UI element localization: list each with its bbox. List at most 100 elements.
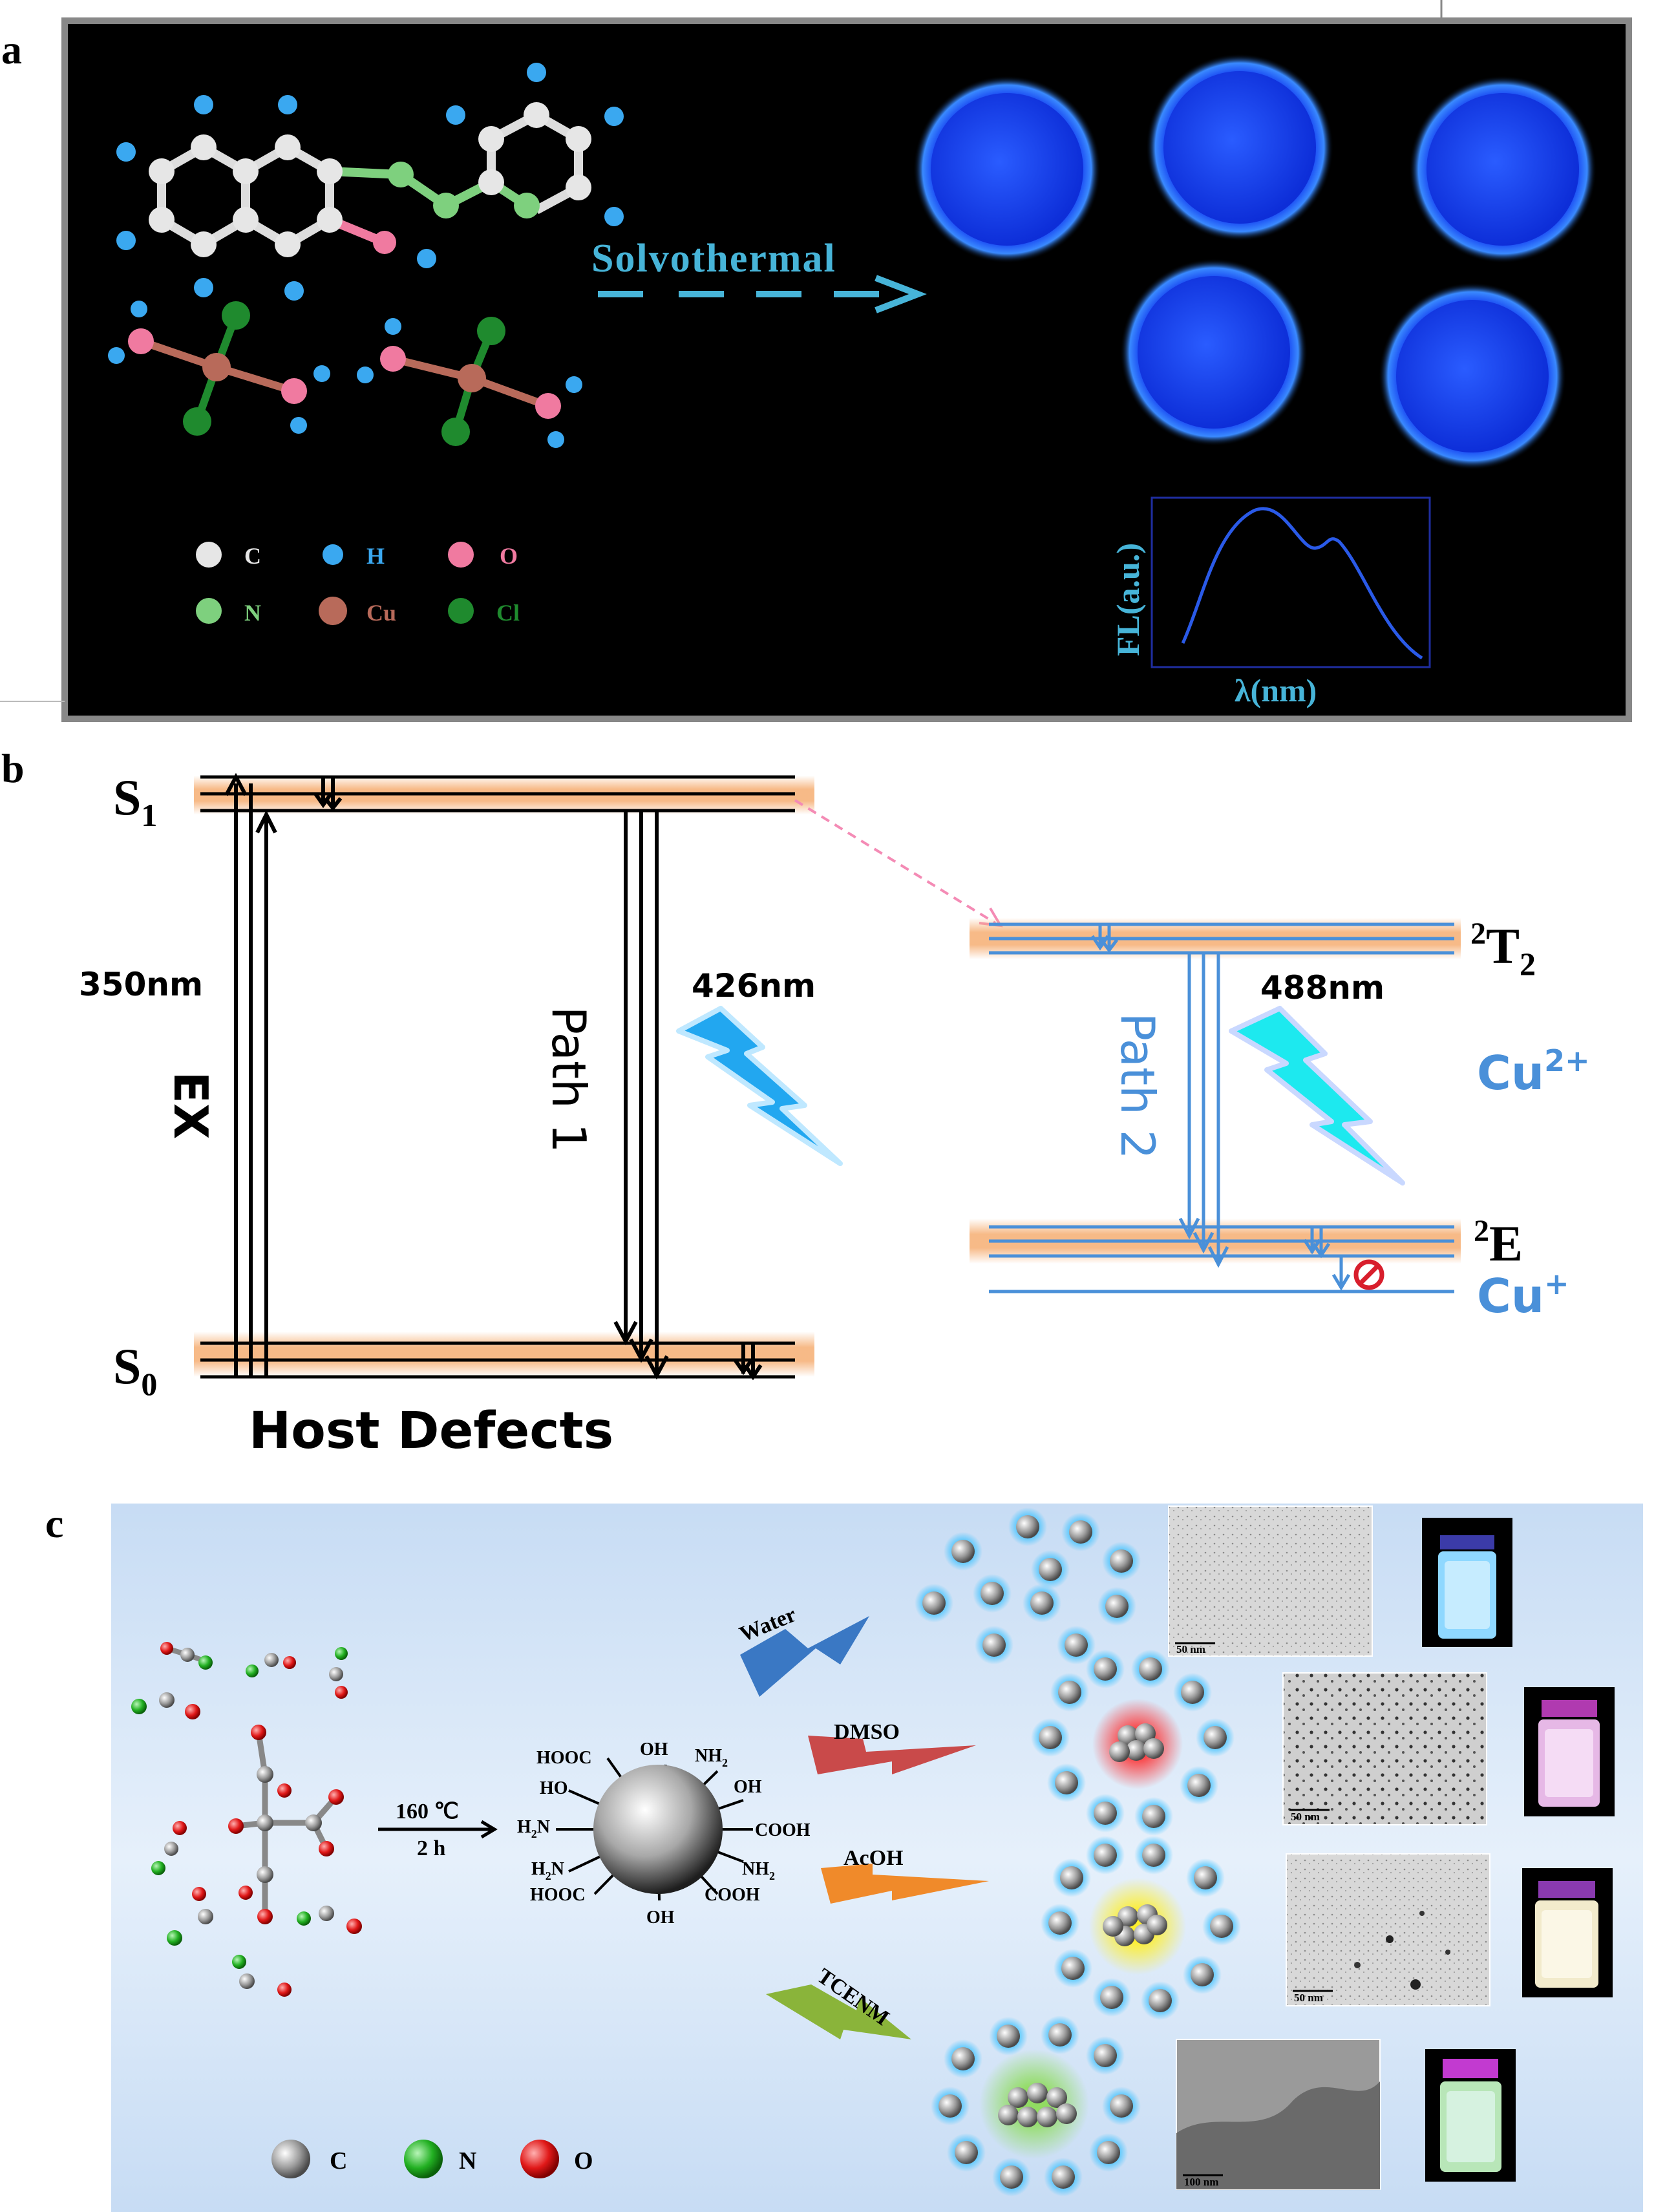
group-oh-bottom: OH <box>646 1908 675 1928</box>
carbon-dot <box>1409 76 1596 263</box>
scale-bar-label: 50 nm <box>1294 1992 1323 2004</box>
panel-a-letter: a <box>1 27 22 72</box>
group-oh-right: OH <box>734 1777 762 1797</box>
haloed-particle <box>915 1584 953 1622</box>
cluster-tcenm <box>931 2015 1141 2196</box>
acoh-bolt <box>821 1864 989 1904</box>
legend-label-c: C <box>244 543 261 569</box>
cluster-water <box>915 1507 1141 1664</box>
group-nh2-right: NH2 <box>742 1859 775 1882</box>
small-molecule <box>131 1692 200 1719</box>
fl-spectrum-curve <box>1181 507 1423 660</box>
small-molecule <box>297 1906 362 1934</box>
vial-photo-dmso <box>1524 1687 1615 1816</box>
carbon-dot <box>913 76 1101 263</box>
vial-photo-water <box>1422 1518 1512 1647</box>
small-molecule <box>167 1887 213 1946</box>
group-h2n-lower: H2N <box>531 1859 564 1882</box>
haloed-particle <box>1031 1550 1070 1589</box>
haloed-particle <box>1102 1542 1141 1580</box>
citric-acid-molecule <box>228 1725 344 1924</box>
e-label: 2E <box>1474 1214 1523 1271</box>
t2-levels <box>989 922 1454 955</box>
legend-label-n: N <box>244 600 261 626</box>
path1-arrows <box>613 811 669 1380</box>
panel-a-figure: C H O N Cu Cl Solvothermal FL(a.u.) λ(nm… <box>0 0 1632 722</box>
legend-label-h: H <box>366 543 385 569</box>
cluster-acoh <box>1041 1836 1241 2020</box>
s0-label: S0 <box>113 1338 157 1402</box>
small-molecule <box>329 1647 348 1699</box>
s1-levels <box>200 775 795 813</box>
group-cooh-bottom: COOH <box>705 1885 760 1905</box>
t2-label: 2T2 <box>1470 917 1536 982</box>
legend-label-c: C <box>330 2147 347 2175</box>
dmso-label: DMSO <box>834 1720 900 1744</box>
legend-ball-n <box>404 2140 443 2178</box>
vial-photo-acoh <box>1522 1868 1613 1997</box>
excitation-arrows <box>224 772 763 1381</box>
haloed-particle <box>1061 1513 1100 1551</box>
solvent-acoh: AcOH <box>821 1846 989 1904</box>
solvothermal-arrow <box>598 275 927 314</box>
group-h2n-left: H2N <box>517 1817 550 1840</box>
ring-particles <box>1031 1650 1235 1836</box>
legend-dot-c <box>196 542 222 568</box>
carbon-dot <box>1146 54 1333 241</box>
scale-bar-label: 50 nm <box>1291 1811 1320 1823</box>
s0-levels <box>200 1341 795 1379</box>
small-molecule <box>246 1653 296 1677</box>
vial-photo-tcenm <box>1425 2049 1516 2182</box>
precursor-molecules <box>131 1642 362 1997</box>
panel-b-letter: b <box>1 745 25 791</box>
group-ho: HO <box>540 1778 568 1798</box>
dmso-bolt <box>808 1736 976 1774</box>
cluster-dmso <box>1031 1650 1235 1836</box>
legend-label-n: N <box>459 2147 476 2175</box>
cu2-label: Cu2+ <box>1477 1043 1590 1100</box>
haloed-particle <box>973 1574 1012 1613</box>
copper-complex-right <box>357 317 582 448</box>
panel-c-letter: c <box>45 1500 64 1546</box>
host-defects-label: Host Defects <box>249 1402 613 1460</box>
haloed-particle <box>1023 1584 1061 1622</box>
panel-a-legend: C H O N Cu Cl <box>196 542 520 626</box>
solvent-dmso: DMSO <box>808 1720 976 1774</box>
legend-ball-o <box>520 2140 559 2178</box>
ex-label: EX <box>164 1072 218 1140</box>
forbidden-icon <box>1353 1259 1384 1290</box>
path1-wavelength: 426nm <box>692 967 816 1005</box>
group-nh2-top: NH2 <box>695 1746 728 1769</box>
acoh-label: AcOH <box>843 1846 904 1870</box>
small-molecule <box>151 1821 187 1875</box>
fl-ylabel: FL(a.u.) <box>1110 543 1146 656</box>
water-bolt <box>740 1616 869 1697</box>
legend-label-o: O <box>500 543 518 569</box>
s0-band-glow <box>194 1332 814 1377</box>
carbon-dot <box>1120 259 1308 446</box>
tcenm-bolt <box>766 1984 911 2039</box>
scale-bar-label: 100 nm <box>1184 2176 1218 2188</box>
panel-b-figure: S1 S0 350nm EX Path 1 426nm Host Defects… <box>79 769 1590 1460</box>
intersystem-transfer-arrow <box>794 799 997 924</box>
legend-dot-o <box>448 542 474 568</box>
ligand-atoms <box>116 63 624 301</box>
ring-particles <box>1041 1836 1241 2020</box>
tem-image-tcenm: 100 nm <box>1176 2039 1381 2190</box>
haloed-particle <box>944 1532 982 1571</box>
path2-label: Path 2 <box>1110 1013 1165 1160</box>
panel-c-figure: 160 ℃ 2 h HOOC OH NH2 HO OH H2N COOH H2N… <box>111 1504 1643 2212</box>
group-hooc-top: HOOC <box>536 1748 592 1768</box>
group-hooc-bottom: HOOC <box>530 1885 586 1905</box>
legend-label-cl: Cl <box>496 600 520 626</box>
haloed-particle <box>1057 1626 1096 1664</box>
group-oh-top: OH <box>640 1739 668 1760</box>
reaction-time: 2 h <box>417 1836 446 1860</box>
small-molecule <box>232 1955 292 1997</box>
solvothermal-label: Solvothermal <box>591 237 836 281</box>
small-molecule <box>160 1642 213 1670</box>
carbon-dots <box>913 54 1596 470</box>
tem-image-acoh: 50 nm <box>1286 1853 1490 2006</box>
path1-label: Path 1 <box>542 1006 596 1153</box>
tem-image-water: 50 nm <box>1168 1505 1373 1657</box>
